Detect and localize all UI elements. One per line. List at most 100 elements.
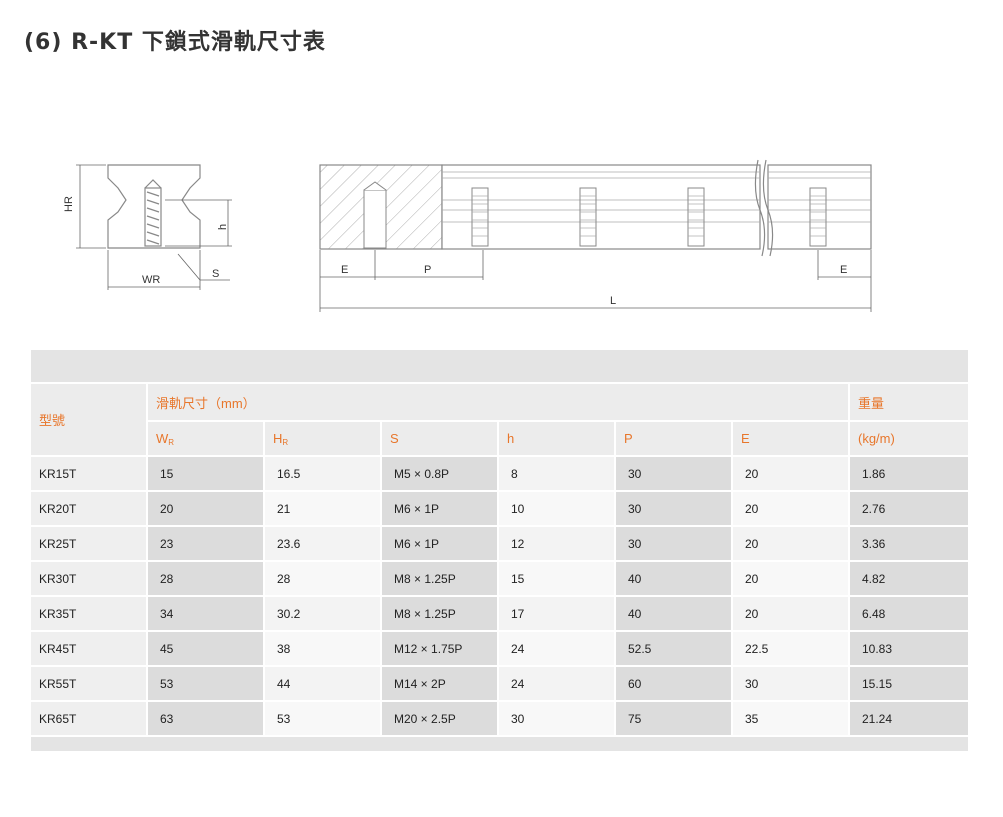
l-label: L xyxy=(610,295,616,307)
p-cell: 60 xyxy=(616,667,733,702)
e-cell: 20 xyxy=(733,527,850,562)
model-cell: KR15T xyxy=(31,457,148,492)
model-cell: KR30T xyxy=(31,562,148,597)
model-cell: KR35T xyxy=(31,597,148,632)
table-row: KR20T 20 21 M6 × 1P 10 30 20 2.76 xyxy=(31,492,970,527)
wr-cell: 28 xyxy=(148,562,265,597)
hr-cell: 28 xyxy=(265,562,382,597)
p-cell: 52.5 xyxy=(616,632,733,667)
header-row-2: WR HR S h P E (kg/m) xyxy=(31,422,970,457)
col-header-h: h xyxy=(499,422,616,457)
weight-cell: 4.82 xyxy=(850,562,970,597)
model-cell: KR55T xyxy=(31,667,148,702)
weight-cell: 1.86 xyxy=(850,457,970,492)
p-cell: 75 xyxy=(616,702,733,737)
table-row: KR65T 63 53 M20 × 2.5P 30 75 35 21.24 xyxy=(31,702,970,737)
p-cell: 30 xyxy=(616,457,733,492)
table-top-band xyxy=(31,350,970,384)
page-title: (6) R-KT 下鎖式滑軌尺寸表 xyxy=(24,30,326,55)
weight-cell: 2.76 xyxy=(850,492,970,527)
wr-cell: 45 xyxy=(148,632,265,667)
table-row: KR30T 28 28 M8 × 1.25P 15 40 20 4.82 xyxy=(31,562,970,597)
h-cell: 10 xyxy=(499,492,616,527)
wr-cell: 20 xyxy=(148,492,265,527)
h-cell: 12 xyxy=(499,527,616,562)
s-cell: M20 × 2.5P xyxy=(382,702,499,737)
col-header-weight-unit: (kg/m) xyxy=(850,422,970,457)
model-cell: KR20T xyxy=(31,492,148,527)
hr-cell: 44 xyxy=(265,667,382,702)
h-cell: 17 xyxy=(499,597,616,632)
h-cell: 24 xyxy=(499,632,616,667)
h-cell: 8 xyxy=(499,457,616,492)
hr-cell: 16.5 xyxy=(265,457,382,492)
h-cell: 30 xyxy=(499,702,616,737)
table-row: KR25T 23 23.6 M6 × 1P 12 30 20 3.36 xyxy=(31,527,970,562)
h-cell: 24 xyxy=(499,667,616,702)
h-cell: 15 xyxy=(499,562,616,597)
wr-cell: 53 xyxy=(148,667,265,702)
s-cell: M8 × 1.25P xyxy=(382,562,499,597)
hr-label: HR xyxy=(63,196,75,212)
rail-side-view xyxy=(319,159,872,257)
weight-header: 重量 xyxy=(850,384,970,422)
s-cell: M8 × 1.25P xyxy=(382,597,499,632)
weight-cell: 21.24 xyxy=(850,702,970,737)
table-row: KR35T 34 30.2 M8 × 1.25P 17 40 20 6.48 xyxy=(31,597,970,632)
e-cell: 30 xyxy=(733,667,850,702)
cross-section-dimensions xyxy=(76,164,232,290)
p-cell: 30 xyxy=(616,527,733,562)
p-cell: 30 xyxy=(616,492,733,527)
e-left-label: E xyxy=(341,264,348,276)
p-cell: 40 xyxy=(616,562,733,597)
e-cell: 20 xyxy=(733,492,850,527)
dims-header: 滑軌尺寸（mm） xyxy=(148,384,850,422)
e-cell: 22.5 xyxy=(733,632,850,667)
model-cell: KR45T xyxy=(31,632,148,667)
side-view-dimensions xyxy=(319,250,872,312)
header-row-1: 型號 滑軌尺寸（mm） 重量 xyxy=(31,384,970,457)
wr-cell: 23 xyxy=(148,527,265,562)
table-row: KR45T 45 38 M12 × 1.75P 24 52.5 22.5 10.… xyxy=(31,632,970,667)
col-header-e: E xyxy=(733,422,850,457)
model-cell: KR25T xyxy=(31,527,148,562)
s-cell: M6 × 1P xyxy=(382,492,499,527)
table-row: KR55T 53 44 M14 × 2P 24 60 30 15.15 xyxy=(31,667,970,702)
weight-cell: 10.83 xyxy=(850,632,970,667)
hr-cell: 30.2 xyxy=(265,597,382,632)
hr-cell: 53 xyxy=(265,702,382,737)
dimension-table: 型號 滑軌尺寸（mm） 重量 WR HR S h P E (kg/m) KR15… xyxy=(31,350,970,753)
wr-cell: 15 xyxy=(148,457,265,492)
wr-cell: 34 xyxy=(148,597,265,632)
e-right-label: E xyxy=(840,264,847,276)
p-cell: 40 xyxy=(616,597,733,632)
e-cell: 35 xyxy=(733,702,850,737)
col-header-wr: WR xyxy=(148,422,265,457)
e-cell: 20 xyxy=(733,597,850,632)
weight-cell: 3.36 xyxy=(850,527,970,562)
p-label: P xyxy=(424,264,431,276)
col-header-s: S xyxy=(382,422,499,457)
model-cell: KR65T xyxy=(31,702,148,737)
hr-cell: 38 xyxy=(265,632,382,667)
s-cell: M6 × 1P xyxy=(382,527,499,562)
weight-cell: 15.15 xyxy=(850,667,970,702)
e-cell: 20 xyxy=(733,457,850,492)
s-cell: M14 × 2P xyxy=(382,667,499,702)
col-header-hr: HR xyxy=(265,422,382,457)
s-cell: M12 × 1.75P xyxy=(382,632,499,667)
hr-cell: 23.6 xyxy=(265,527,382,562)
weight-cell: 6.48 xyxy=(850,597,970,632)
hr-cell: 21 xyxy=(265,492,382,527)
model-header: 型號 xyxy=(31,384,148,457)
table-row: KR15T 15 16.5 M5 × 0.8P 8 30 20 1.86 xyxy=(31,457,970,492)
s-cell: M5 × 0.8P xyxy=(382,457,499,492)
h-label: h xyxy=(217,224,229,230)
wr-label: WR xyxy=(142,274,160,286)
rail-cross-section xyxy=(107,164,201,249)
wr-cell: 63 xyxy=(148,702,265,737)
col-header-p: P xyxy=(616,422,733,457)
table-bottom-band xyxy=(31,737,970,753)
rail-dimension-drawing: HR h WR S xyxy=(63,159,872,312)
s-label: S xyxy=(212,268,219,280)
